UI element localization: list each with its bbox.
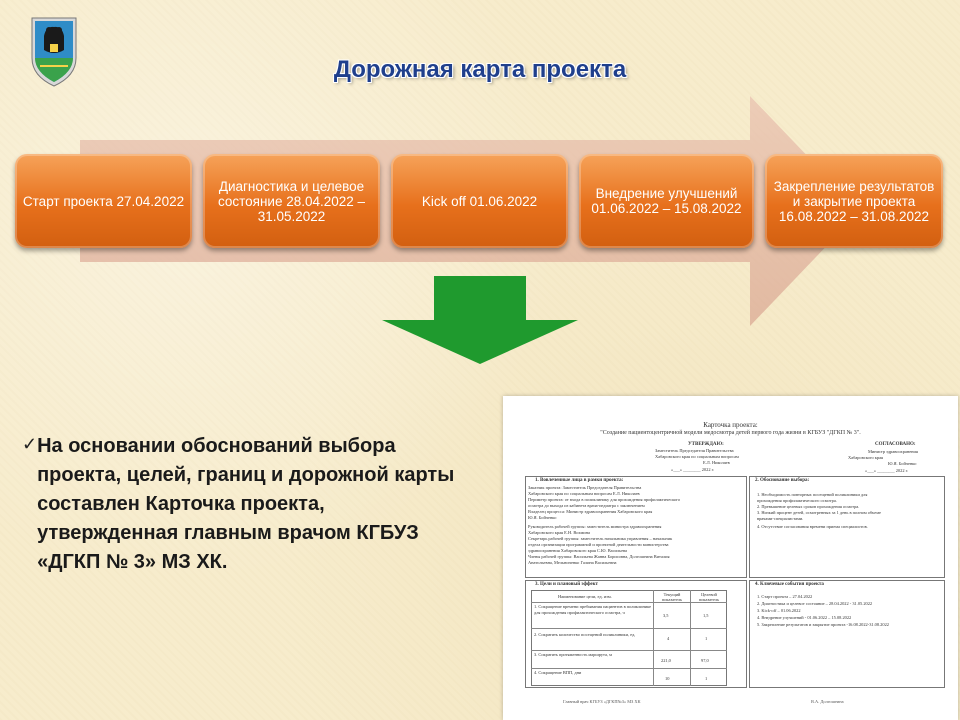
approve-left-line: Е.Л. Николаев [703,460,730,465]
section-line: 4. Отсутствие согласования времени прием… [757,524,868,529]
roadmap-step-label: Внедрение улучшений 01.06.2022 – 15.08.2… [591,186,742,216]
section-line: Секретарь рабочей группы: заместитель на… [528,536,673,541]
table-cell: 10 [665,676,670,681]
section-line: Члены рабочей группы: Васильева Жанна Бо… [528,554,670,559]
table-header: Наименование цели, ед. изм. [558,594,612,599]
section-title: 2. Обоснование выбора: [755,478,810,483]
section-line: 2. Диагностика и целевое состояние – 28.… [757,601,873,606]
approve-left-line: «___» ________ 2022 г. [671,467,715,472]
section-line: 1. Старт проекта – 27.04.2022 [757,594,813,599]
roadmap-step-label: Kick off 01.06.2022 [421,193,538,209]
section-goals [525,580,747,688]
section-key-events [749,580,945,688]
section-line: прохождения профилактического осмотра. [757,498,837,503]
approve-right-line: Министр здравоохранения [868,449,918,454]
approve-left-line: Заместитель Председателя Правительства [655,448,734,453]
goals-table [531,590,727,686]
section-line: 5. Закрепление результатов и закрытие пр… [757,622,889,627]
roadmap-step-label: Старт проекта 27.04.2022 [22,193,185,209]
section-line: 3. Низкий процент детей, осмотренных за … [757,510,881,515]
table-divider [531,628,727,629]
section-line: Заказчик проекта: Заместитель Председате… [528,485,642,490]
document-title: Карточка проекта: [703,421,758,429]
section-line: Анатольевна, Мельниченко Галина Васильев… [528,560,617,565]
bullet-text: На основании обоснований выбора проекта,… [37,435,455,573]
section-rationale [749,476,945,578]
table-divider [653,590,654,686]
section-line: врачами-специалистами. [757,516,804,521]
approve-right-line: Хабаровского края [848,455,884,460]
checkmark-icon: ✓ [22,434,38,454]
section-line: 1. Необходимость повторных посещений пол… [757,492,868,497]
table-divider [531,650,727,651]
section-title: 1. Вовлеченные лица в рамки проекта: [535,478,624,483]
section-line: Хабаровского края Е.Н. Вохмина [528,530,590,535]
table-cell: 2. Сократить количество посещений поликл… [534,632,636,637]
section-line: Владелец процесса: Министр здравоохранен… [528,509,653,514]
table-header: Целевой показатель [698,592,720,602]
project-card-document: Карточка проекта: "Создание пациентоцент… [503,396,958,720]
table-divider [531,668,727,669]
coat-of-arms-icon [31,17,77,87]
roadmap-step-improvements: Внедрение улучшений 01.06.2022 – 15.08.2… [579,154,754,248]
roadmap-step-closing: Закрепление результатов и закрытие проек… [765,154,943,248]
table-cell: 1. Сокращение времени пребывания пациент… [534,604,652,615]
table-cell: 97,0 [701,658,709,663]
approve-left-line: Хабаровского края по социальным вопросам [655,454,739,459]
table-cell: 4 [667,636,670,641]
section-line: 3. Kick-off – 01.06.2022 [757,608,801,613]
approve-right-line: «___» ________ 2022 г. [865,468,909,473]
approve-left-head: УТВЕРЖДАЮ: [688,442,724,447]
section-line: отдела организации программной и проектн… [528,542,669,547]
section-title: 3. Цели и плановый эффект [535,582,598,587]
section-line: осмотра до выхода из кабинета врача-педи… [528,503,645,508]
document-footer-signatory: Главный врач КГБУЗ «ДГКП№3» МЗ ХК [563,699,641,704]
table-cell: 1,5 [703,613,709,618]
section-line: Ю.Я. Бойченко [528,515,557,520]
table-divider [690,590,691,686]
table-cell: 1 [705,636,708,641]
approve-right-line: Ю.Я. Бойченко [888,461,917,466]
table-divider [531,602,727,603]
page-title: Дорожная карта проекта [333,56,627,83]
roadmap-step-label: Диагностика и целевое состояние 28.04.20… [217,178,366,224]
table-cell: 221,0 [661,658,671,663]
roadmap-step-start: Старт проекта 27.04.2022 [15,154,192,248]
section-title: 4. Ключевые события проекта [755,582,824,587]
document-footer-name: В.А. Долгошеина [811,699,844,704]
down-arrow-icon [382,276,578,364]
section-line: Хабаровского края по социальным вопросам… [528,491,640,496]
section-stakeholders [525,476,747,578]
section-line: здравоохранения Хабаровского края С.Ю. В… [528,548,628,553]
table-cell: 3. Сократить протяженность маршрута, м [534,652,612,657]
section-line: Периметр проекта: от входа в поликлинику… [528,497,681,502]
section-line: 4. Внедрение улучшений - 01.06.2022 – 15… [757,615,852,620]
roadmap-step-label: Закрепление результатов и закрытие проек… [773,178,935,224]
bullet-item: ✓ На основании обоснований выбора проект… [22,432,462,577]
roadmap-step-kickoff: Kick off 01.06.2022 [391,154,568,248]
table-cell: 4. Сокращение ВПП, дни [534,670,582,675]
section-line: 2. Превышение целевых сроков прохождения… [757,504,860,509]
table-cell: 3,5 [663,613,669,618]
roadmap-step-diagnostics: Диагностика и целевое состояние 28.04.20… [203,154,380,248]
section-line: Руководитель рабочей группы: заместитель… [528,524,662,529]
document-subtitle: "Создание пациентоцентричной модели медо… [600,430,861,436]
table-header: Текущий показатель [661,592,683,602]
table-cell: 1 [705,676,708,681]
approve-right-head: СОГЛАСОВАНО: [875,442,916,447]
